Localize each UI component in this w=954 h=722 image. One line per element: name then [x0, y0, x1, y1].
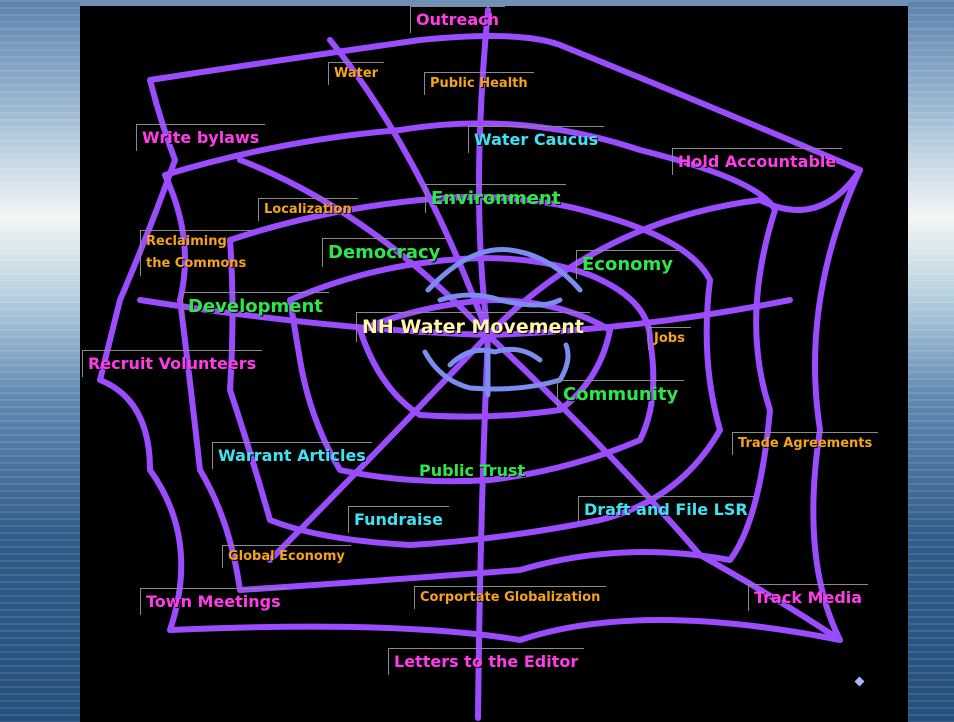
web-spoke — [476, 7, 491, 338]
web-spoke — [137, 297, 491, 338]
label-recruit-volunteers: Recruit Volunteers — [82, 350, 263, 377]
label-fundraise: Fundraise — [348, 506, 449, 533]
label-global-economy: Global Economy — [222, 545, 351, 569]
label-trade-agreements: Trade Agreements — [732, 432, 879, 456]
label-water-caucus: Water Caucus — [468, 126, 605, 153]
web-ring — [162, 120, 778, 593]
label-water: Water — [328, 62, 385, 86]
label-development: Development — [182, 292, 329, 321]
web-spoke — [327, 37, 491, 338]
label-write-bylaws: Write bylaws — [136, 124, 266, 151]
label-town-meetings: Town Meetings — [140, 588, 287, 615]
ocean-background-right — [908, 0, 954, 722]
web-spoke — [485, 332, 703, 558]
ocean-background-left — [0, 0, 80, 722]
web-hub — [422, 342, 571, 392]
label-public-health: Public Health — [424, 72, 534, 96]
label-reclaiming-the-commons: Reclaiming the Commons — [140, 230, 253, 276]
label-track-media: Track Media — [748, 584, 869, 611]
label-democracy: Democracy — [322, 238, 447, 267]
label-jobs: Jobs — [648, 327, 691, 351]
web-hub — [447, 346, 543, 368]
web-hub — [425, 247, 583, 293]
label-public-trust: Public Trust — [419, 461, 526, 480]
web-hub — [437, 292, 563, 308]
label-economy: Economy — [576, 250, 680, 279]
label-corportate-globalization: Corportate Globalization — [414, 586, 607, 610]
web-spoke — [267, 332, 491, 563]
label-hold-accountable: Hold Accountable — [672, 148, 843, 175]
web-ring — [357, 297, 613, 420]
label-reclaiming-line1: Reclaiming — [146, 234, 227, 249]
web-ring — [287, 255, 657, 485]
web-ring — [227, 194, 723, 548]
label-environment: Environment — [425, 184, 567, 213]
label-center-nh-water-movement: NH Water Movement — [356, 312, 590, 342]
web-spoke — [485, 297, 793, 338]
label-draft-and-file-lsr: Draft and File LSR — [578, 496, 754, 523]
label-localization: Localization — [258, 198, 358, 222]
label-outreach: Outreach — [410, 6, 506, 33]
label-warrant-articles: Warrant Articles — [212, 442, 372, 469]
web-ring — [97, 33, 863, 643]
web-spoke — [485, 197, 763, 338]
label-reclaiming-line2: the Commons — [146, 256, 247, 272]
label-letters-to-the-editor: Letters to the Editor — [388, 648, 585, 675]
label-community: Community — [557, 380, 685, 409]
web-spoke — [697, 552, 843, 643]
